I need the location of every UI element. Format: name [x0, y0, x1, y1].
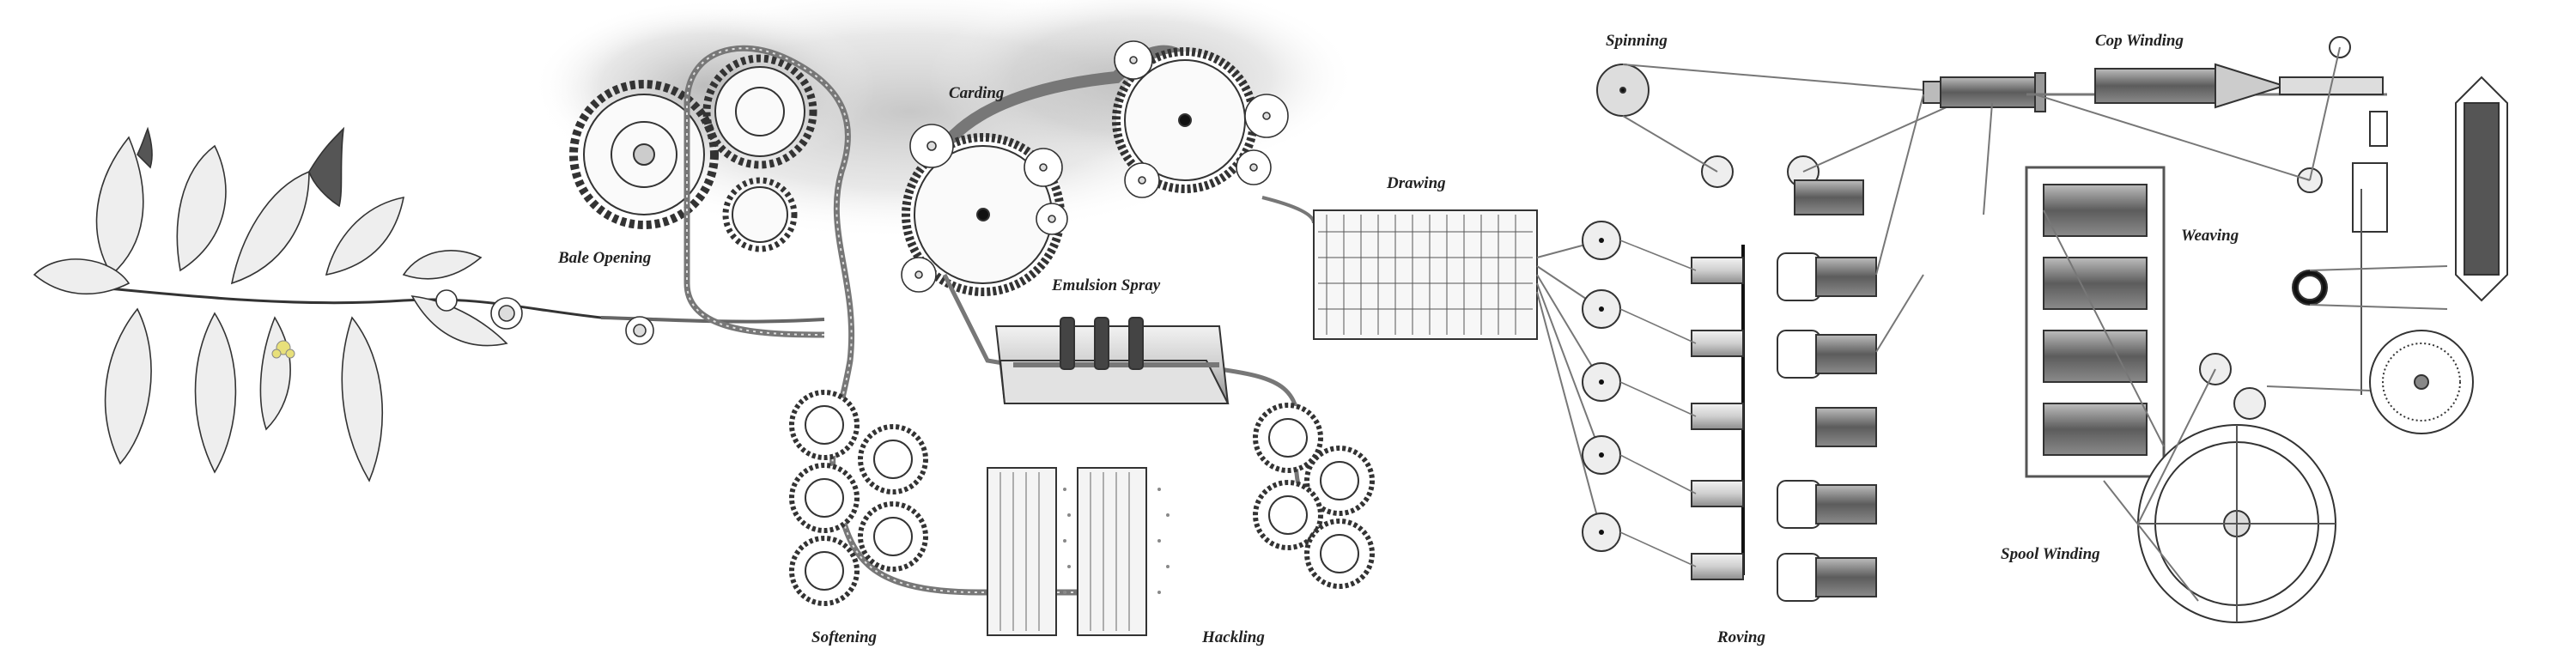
plant-illustration [33, 126, 825, 482]
emulsion-spray-unit [994, 317, 1230, 404]
label-carding: Carding [949, 84, 1005, 102]
softening-rollers [789, 390, 928, 606]
cop-winding-unit [2026, 36, 2387, 193]
fiber-strand [683, 45, 1145, 596]
spinning-frame [1596, 64, 2046, 215]
yarn-strand [1875, 274, 1924, 353]
label-softening: Softening [811, 628, 878, 646]
yarn-strand [1875, 94, 1924, 276]
hackling-frames [987, 467, 1170, 636]
hackling-rollers [1253, 403, 1375, 589]
label-hackling: Hackling [1202, 628, 1265, 646]
label-cop-winding: Cop Winding [2095, 32, 2184, 50]
bale-opening-gears [569, 54, 817, 252]
label-bale-opening: Bale Opening [558, 249, 652, 267]
weaving-loom [2266, 76, 2508, 434]
carding-machine [901, 40, 1289, 296]
label-roving: Roving [1717, 628, 1765, 646]
label-drawing: Drawing [1387, 174, 1446, 192]
drawing-frame [1313, 209, 1538, 340]
label-spinning: Spinning [1606, 32, 1668, 50]
roving-frame [1582, 221, 1877, 602]
spool-winding-unit [1983, 102, 2336, 623]
label-spool-winding: Spool Winding [2001, 545, 2100, 563]
label-weaving: Weaving [2181, 227, 2239, 245]
label-emulsion-spray: Emulsion Spray [1052, 276, 1161, 294]
